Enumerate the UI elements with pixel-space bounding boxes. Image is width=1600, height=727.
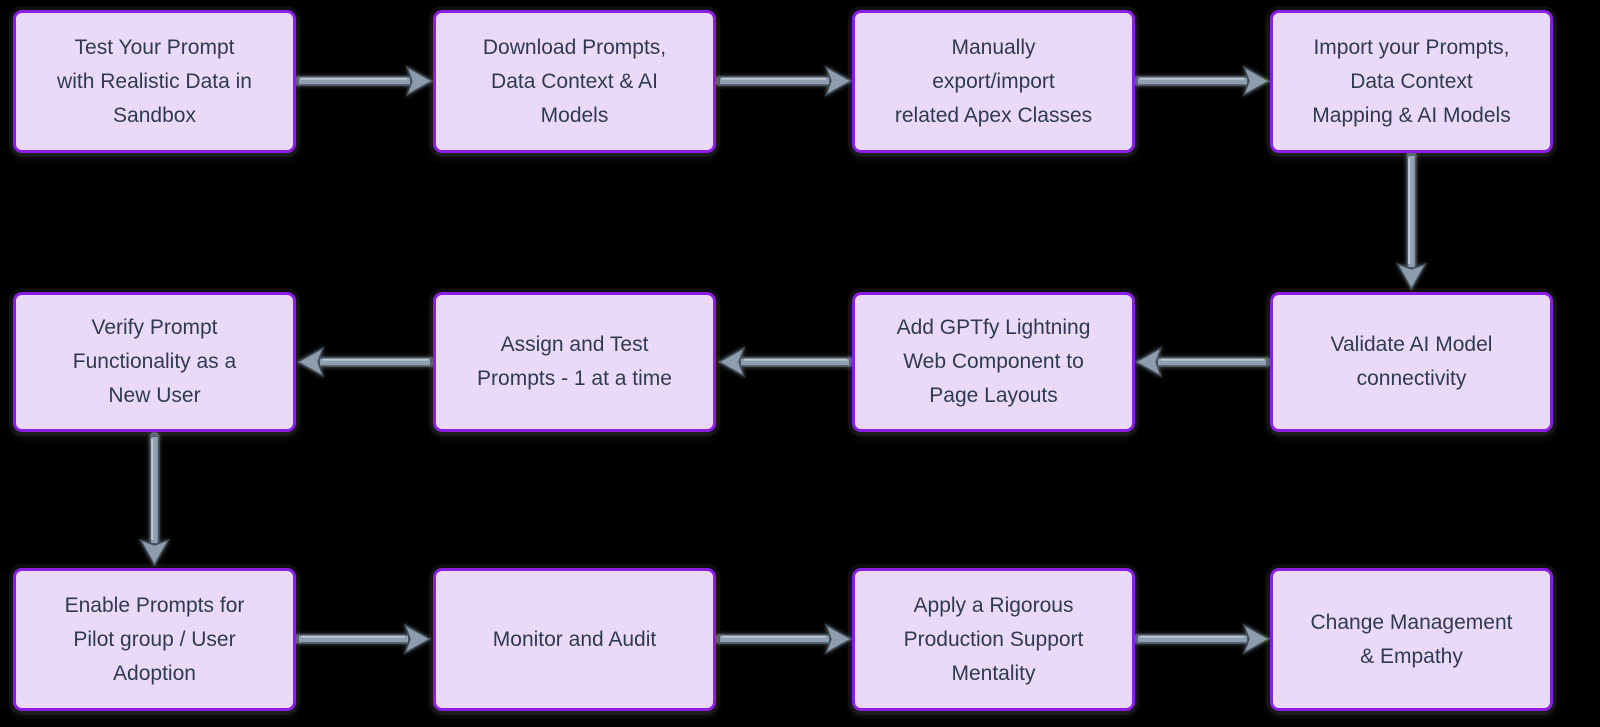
arrow-import-to-validate (1395, 151, 1428, 291)
node-download-prompts: Download Prompts, Data Context & AI Mode… (433, 10, 716, 153)
node-assign-test: Assign and Test Prompts - 1 at a time (433, 292, 716, 432)
arrow-download-to-export (715, 65, 853, 97)
node-production-support: Apply a Rigorous Production Support Ment… (852, 568, 1135, 711)
arrow-enable-to-monitor (294, 623, 432, 655)
node-test-prompt-sandbox: Test Your Prompt with Realistic Data in … (13, 10, 296, 153)
arrow-monitor-to-apply (715, 623, 853, 655)
arrow-export-to-import (1133, 65, 1271, 97)
arrow-assign-to-verify (296, 346, 435, 378)
node-monitor-audit: Monitor and Audit (433, 568, 716, 711)
node-validate-ai: Validate AI Model connectivity (1270, 292, 1553, 432)
node-verify-new-user: Verify Prompt Functionality as a New Use… (13, 292, 296, 432)
arrow-verify-to-enable (138, 432, 171, 567)
arrow-apply-to-change (1133, 623, 1271, 655)
arrow-test-to-download (294, 65, 434, 97)
node-add-lwc: Add GPTfy Lightning Web Component to Pag… (852, 292, 1135, 432)
node-export-apex: Manually export/import related Apex Clas… (852, 10, 1135, 153)
arrow-validate-to-lwc (1134, 346, 1271, 378)
node-import-prompts: Import your Prompts, Data Context Mappin… (1270, 10, 1553, 153)
arrow-lwc-to-assign (717, 346, 854, 378)
node-enable-pilot: Enable Prompts for Pilot group / User Ad… (13, 568, 296, 711)
node-change-management: Change Management & Empathy (1270, 568, 1553, 711)
